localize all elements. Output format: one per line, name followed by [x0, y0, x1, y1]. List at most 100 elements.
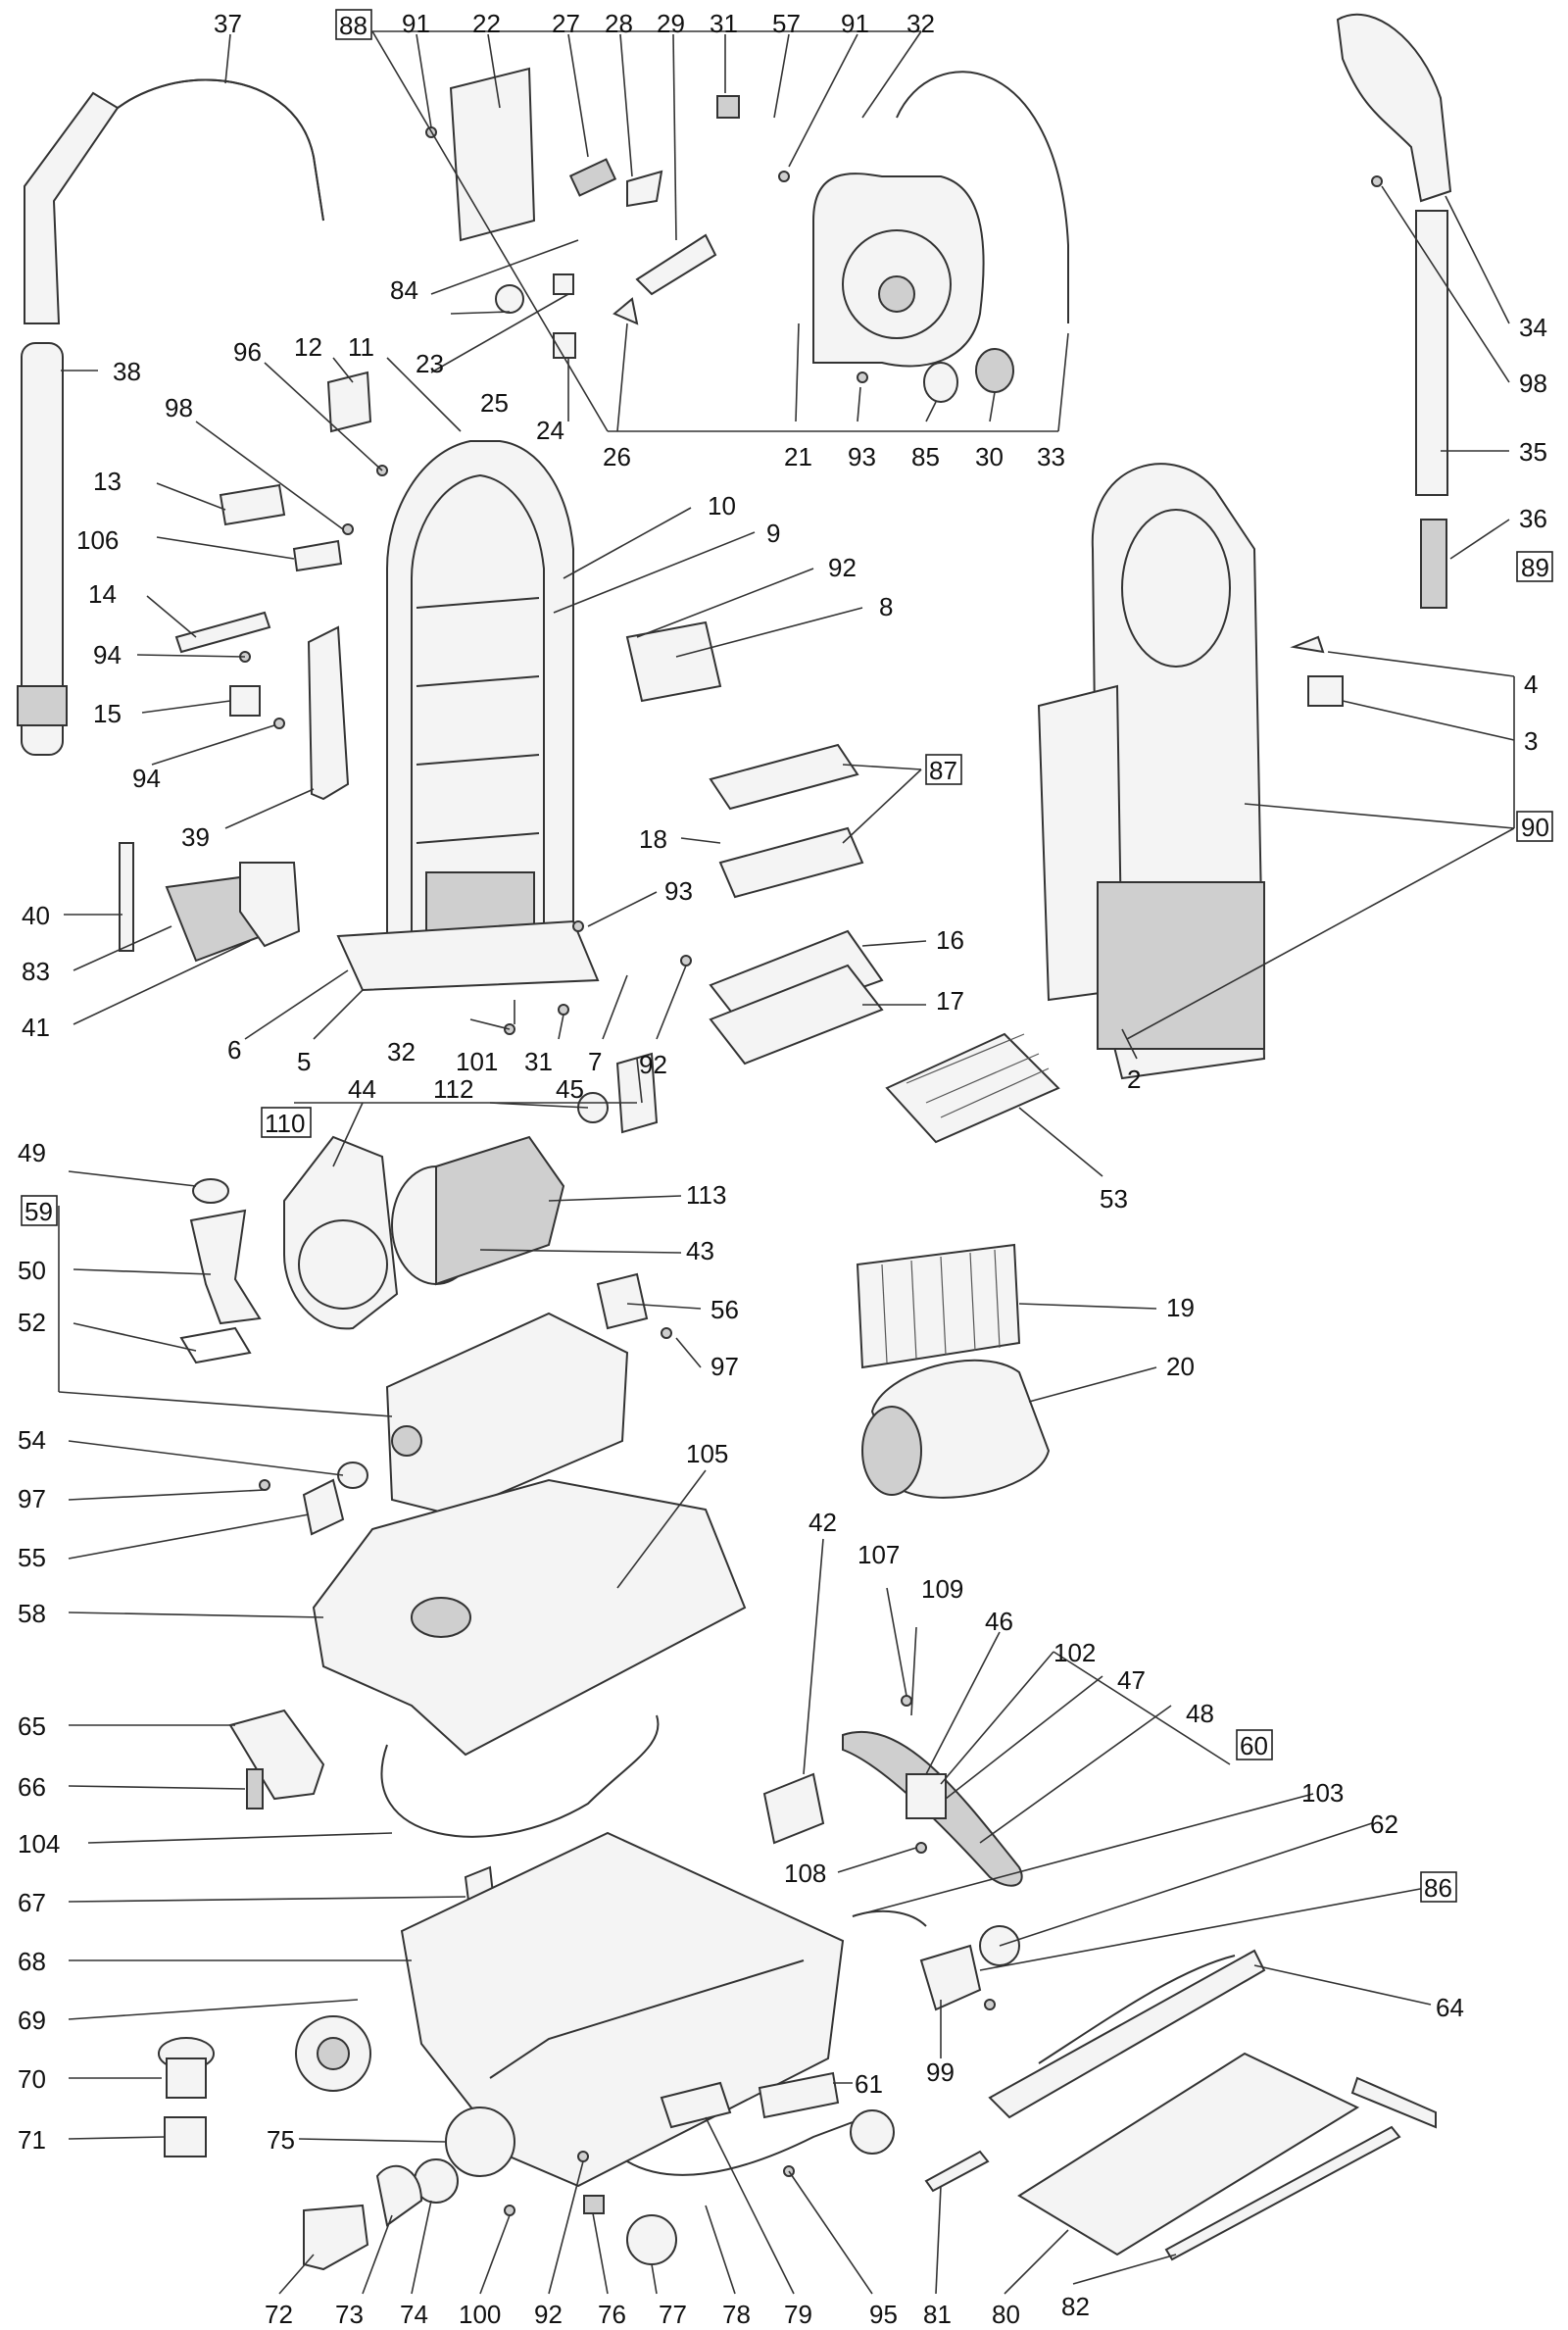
label-3: 3: [1524, 726, 1538, 756]
brushroll-bristles: [1038, 1955, 1236, 2064]
bracket-part-55: [302, 1478, 345, 1536]
clip-part-3: [1307, 675, 1344, 707]
endcap-part-99: [919, 1944, 982, 2011]
label-112: 112: [433, 1074, 473, 1104]
label-66: 66: [18, 1772, 46, 1802]
label-17: 17: [936, 986, 964, 1016]
axle-part-78: [626, 2121, 854, 2176]
brushroll-part-64: [988, 1949, 1266, 2119]
label-13: 13: [93, 467, 122, 496]
adapter-part-50: [189, 1209, 262, 1325]
label-94b: 94: [132, 764, 161, 793]
label-31a: 31: [710, 9, 738, 38]
label-72: 72: [265, 2300, 293, 2329]
label-99: 99: [926, 2057, 955, 2087]
motor-box-part: [385, 1312, 629, 1516]
label-6: 6: [227, 1035, 241, 1065]
label-75: 75: [267, 2125, 295, 2155]
label-74: 74: [400, 2300, 428, 2329]
strip-part-81: [924, 2150, 990, 2193]
label-12: 12: [294, 332, 322, 362]
label-94a: 94: [93, 640, 122, 669]
clip-part-23: [495, 284, 524, 314]
motor-cover-hub: [878, 275, 915, 313]
label-104: 104: [18, 1829, 60, 1859]
power-cord-part: [896, 71, 1069, 323]
label-2: 2: [1127, 1065, 1141, 1094]
label-89: 89: [1521, 553, 1549, 582]
filter-part-87: [709, 743, 859, 811]
label-53: 53: [1100, 1184, 1128, 1214]
label-95: 95: [869, 2300, 898, 2329]
label-79: 79: [784, 2300, 812, 2329]
pleated-filter-pleats: [881, 1249, 1001, 1363]
motor-cover-ring: [298, 1219, 388, 1310]
label-37: 37: [214, 9, 242, 38]
bracket-part-72: [303, 2204, 369, 2271]
handle-part-34: [1336, 13, 1452, 203]
label-43: 43: [686, 1236, 714, 1265]
label-23: 23: [416, 349, 444, 378]
label-20: 20: [1166, 1352, 1195, 1381]
label-91b: 91: [841, 9, 869, 38]
latch-part-28: [626, 170, 663, 208]
label-76: 76: [598, 2300, 626, 2329]
bracket-part-22: [449, 67, 536, 242]
lid-part-58: [312, 1478, 747, 1757]
label-19: 19: [1166, 1293, 1195, 1322]
plate-part-61: [758, 2071, 840, 2119]
spring-part-27: [568, 158, 617, 197]
label-60: 60: [1240, 1731, 1268, 1760]
filter-53-grid: [906, 1033, 1050, 1118]
bracket-part-36: [1420, 519, 1447, 609]
gasket-part-52: [179, 1326, 252, 1364]
label-52: 52: [18, 1308, 46, 1337]
filter-part-18: [718, 826, 864, 899]
label-113: 113: [686, 1180, 726, 1210]
label-91a: 91: [402, 9, 430, 38]
label-14: 14: [88, 579, 117, 609]
bracket-part-106: [292, 539, 343, 572]
label-34: 34: [1519, 313, 1547, 342]
base-part-68: [400, 1831, 845, 2188]
label-7: 7: [588, 1047, 602, 1076]
label-24: 24: [536, 416, 564, 445]
label-85: 85: [911, 442, 940, 471]
label-83: 83: [22, 957, 50, 986]
label-106: 106: [76, 525, 119, 555]
pedal-part-65: [228, 1709, 325, 1801]
label-5: 5: [297, 1047, 311, 1076]
label-93b: 93: [664, 876, 693, 906]
bracket-part-13: [219, 483, 286, 526]
filter-part-53: [885, 1032, 1060, 1144]
cap-part-73: [375, 2164, 423, 2227]
label-100: 100: [459, 2300, 501, 2329]
switch-part-31: [716, 95, 740, 119]
tube-part-35: [1415, 210, 1448, 496]
label-59: 59: [24, 1197, 53, 1226]
bracket-part-14: [174, 611, 271, 654]
base-rail: [489, 1959, 805, 2079]
screw-markers: [239, 126, 1383, 2216]
label-56: 56: [710, 1295, 739, 1324]
label-80: 80: [992, 2300, 1020, 2329]
label-36: 36: [1519, 504, 1547, 533]
label-77: 77: [659, 2300, 687, 2329]
label-33: 33: [1037, 442, 1065, 471]
label-54: 54: [18, 1425, 46, 1455]
motor-box-port: [391, 1425, 422, 1457]
label-10: 10: [708, 491, 736, 521]
label-93a: 93: [848, 442, 876, 471]
crevice-tool-part: [307, 625, 350, 801]
spring-part-66: [246, 1768, 264, 1809]
wheel-part-77b: [850, 2109, 895, 2155]
label-70: 70: [18, 2064, 46, 2094]
label-92c: 92: [534, 2300, 563, 2329]
label-96: 96: [233, 337, 262, 367]
label-4: 4: [1524, 669, 1538, 699]
label-97b: 97: [18, 1484, 46, 1513]
label-31b: 31: [524, 1047, 553, 1076]
label-44: 44: [348, 1074, 376, 1104]
